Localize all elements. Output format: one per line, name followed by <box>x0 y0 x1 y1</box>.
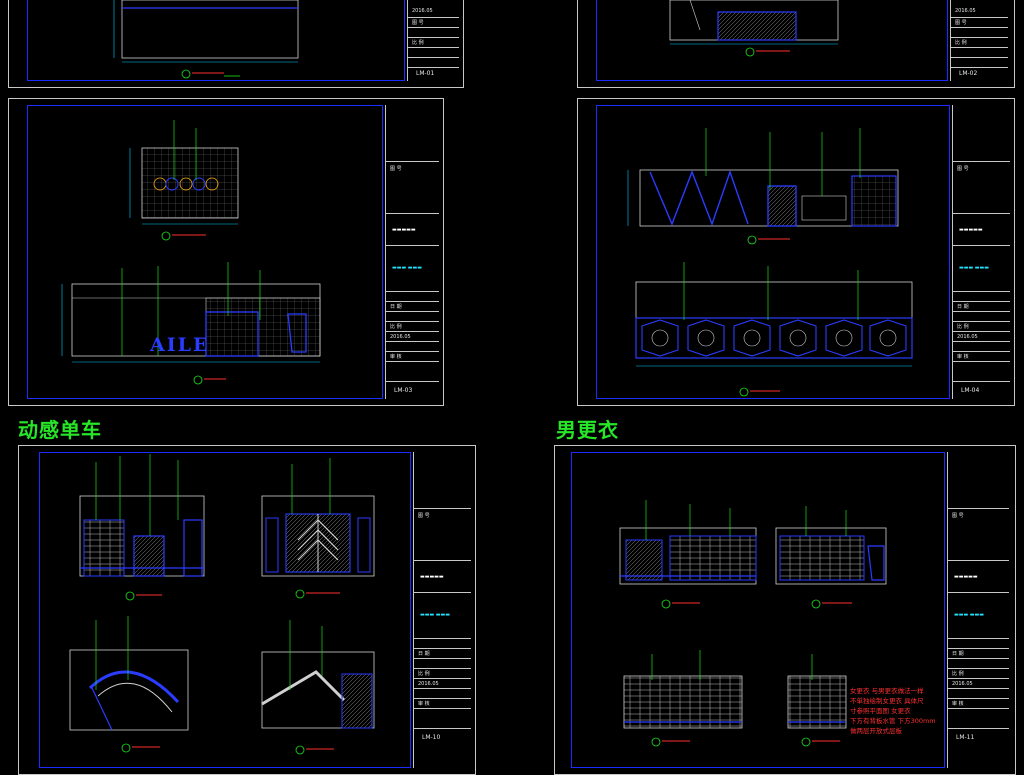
drawing-sheet-2[interactable]: 2016.05 图 号 比 例 LM-02 <box>577 0 1015 88</box>
title-block-4: 图 号 ▬▬▬▬▬ ▬▬▬ ▬▬▬ 日 期 比 例 2016.05 审 核 LM… <box>952 105 1010 399</box>
sheet-4-lower-elevation <box>635 262 913 397</box>
sheet-6-locker-elevations <box>619 500 887 747</box>
sheet-code-4: LM-04 <box>961 387 980 394</box>
sheet-2-elevation <box>669 0 839 57</box>
drawing-sheet-3[interactable]: 图 号 ▬▬▬▬▬ ▬▬▬ ▬▬▬ 日 期 比 例 2016.05 审 核 LM… <box>8 98 444 406</box>
title-block-5: 图 号 ▬▬▬▬▬ ▬▬▬ ▬▬▬ 日 期 比 例 2016.05 审 核 LM… <box>413 452 471 768</box>
section-heading-mens-locker: 男更衣 <box>556 418 619 442</box>
title-block-3: 图 号 ▬▬▬▬▬ ▬▬▬ ▬▬▬ 日 期 比 例 2016.05 审 核 LM… <box>385 105 439 399</box>
sheet-4-inner-frame <box>596 105 950 399</box>
sheet-3-upper-elevation <box>129 120 239 241</box>
drawing-sheet-1[interactable]: 2016.05 图 号 比 例 LM-01 <box>8 0 464 88</box>
sheet-code-2: LM-02 <box>959 70 978 77</box>
section-heading-spin-bike: 动感单车 <box>18 418 102 442</box>
title-block-2: 2016.05 图 号 比 例 LM-02 <box>950 0 1008 81</box>
sheet-1-inner-frame <box>27 0 405 81</box>
sheet-3-inner-frame <box>27 105 383 399</box>
sheet-1-elevation <box>113 0 299 79</box>
title-block-1: 2016.05 图 号 比 例 LM-01 <box>407 0 459 81</box>
title-block-6: 图 号 ▬▬▬▬▬ ▬▬▬ ▬▬▬ 日 期 比 例 2016.05 审 核 LM… <box>947 452 1009 768</box>
sheet-code-6: LM-11 <box>956 734 975 741</box>
sheet-2-inner-frame <box>596 0 948 81</box>
sheet-code-1: LM-01 <box>416 70 435 77</box>
sheet-5-spin-bike-elevations <box>69 454 375 755</box>
sheet-code-3: LM-03 <box>394 387 413 394</box>
sheet-3-lower-elevation <box>61 262 321 385</box>
sheet-4-upper-elevation <box>627 128 899 245</box>
aile-sign-text: AILE <box>150 334 210 356</box>
drawing-sheet-4[interactable]: 图 号 ▬▬▬▬▬ ▬▬▬ ▬▬▬ 日 期 比 例 2016.05 审 核 LM… <box>577 98 1015 406</box>
womens-locker-note: 女更衣 与男更衣做法一样 不单独绘制女更衣 具体尺 寸参照平面图 女更衣 下方有… <box>850 687 936 735</box>
sheet-code-5: LM-10 <box>422 734 441 741</box>
